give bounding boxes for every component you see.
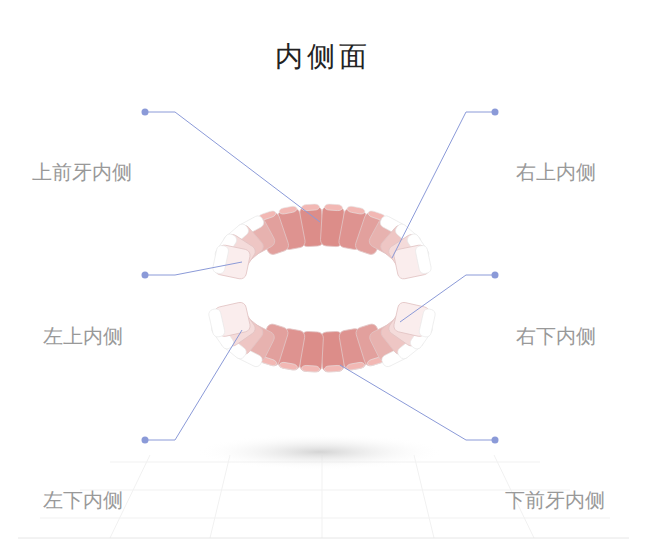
tooth-crown [324,365,342,372]
callout-label: 下前牙内侧 [505,490,605,510]
leader-dot [142,437,149,444]
grid-line [210,455,230,538]
leader-line [392,112,495,258]
teeth-model [208,204,437,373]
tooth-crown [212,245,229,275]
shadow [195,434,445,470]
dental-arch [212,204,433,280]
diagram-title: 内侧面 [275,43,371,71]
leader-line [400,275,495,322]
tooth [212,244,251,280]
leader-dot [142,272,149,279]
tooth-crown [279,362,298,371]
callout-label: 左下内侧 [43,490,123,510]
callout-label: 右下内侧 [516,326,596,346]
callout-label: 左上内侧 [43,326,123,346]
tooth-crown [347,205,366,214]
tooth [208,301,252,339]
grid-line [80,490,570,491]
leader-dot [492,109,499,116]
leader-lines [145,112,495,440]
tooth-crown [324,204,342,211]
leader-dot [492,272,499,279]
callout-label: 上前牙内侧 [32,162,132,182]
tooth-crown [208,308,226,338]
tooth [393,244,432,280]
leader-line [145,330,242,440]
callout-label: 右上内侧 [516,162,596,182]
leader-line [145,112,320,222]
leader-line [340,365,495,440]
leader-dots [142,109,499,444]
leader-line [145,262,242,275]
tooth [393,301,437,339]
grid-line [414,455,434,538]
tooth-crown [301,365,319,372]
base-line [18,538,629,539]
tooth-crown [346,362,365,371]
tooth-crown [418,308,436,338]
tooth-crown [415,245,432,275]
leader-dot [142,109,149,116]
dental-arch [208,301,437,372]
tooth-crown [279,205,298,214]
leader-dot [492,437,499,444]
